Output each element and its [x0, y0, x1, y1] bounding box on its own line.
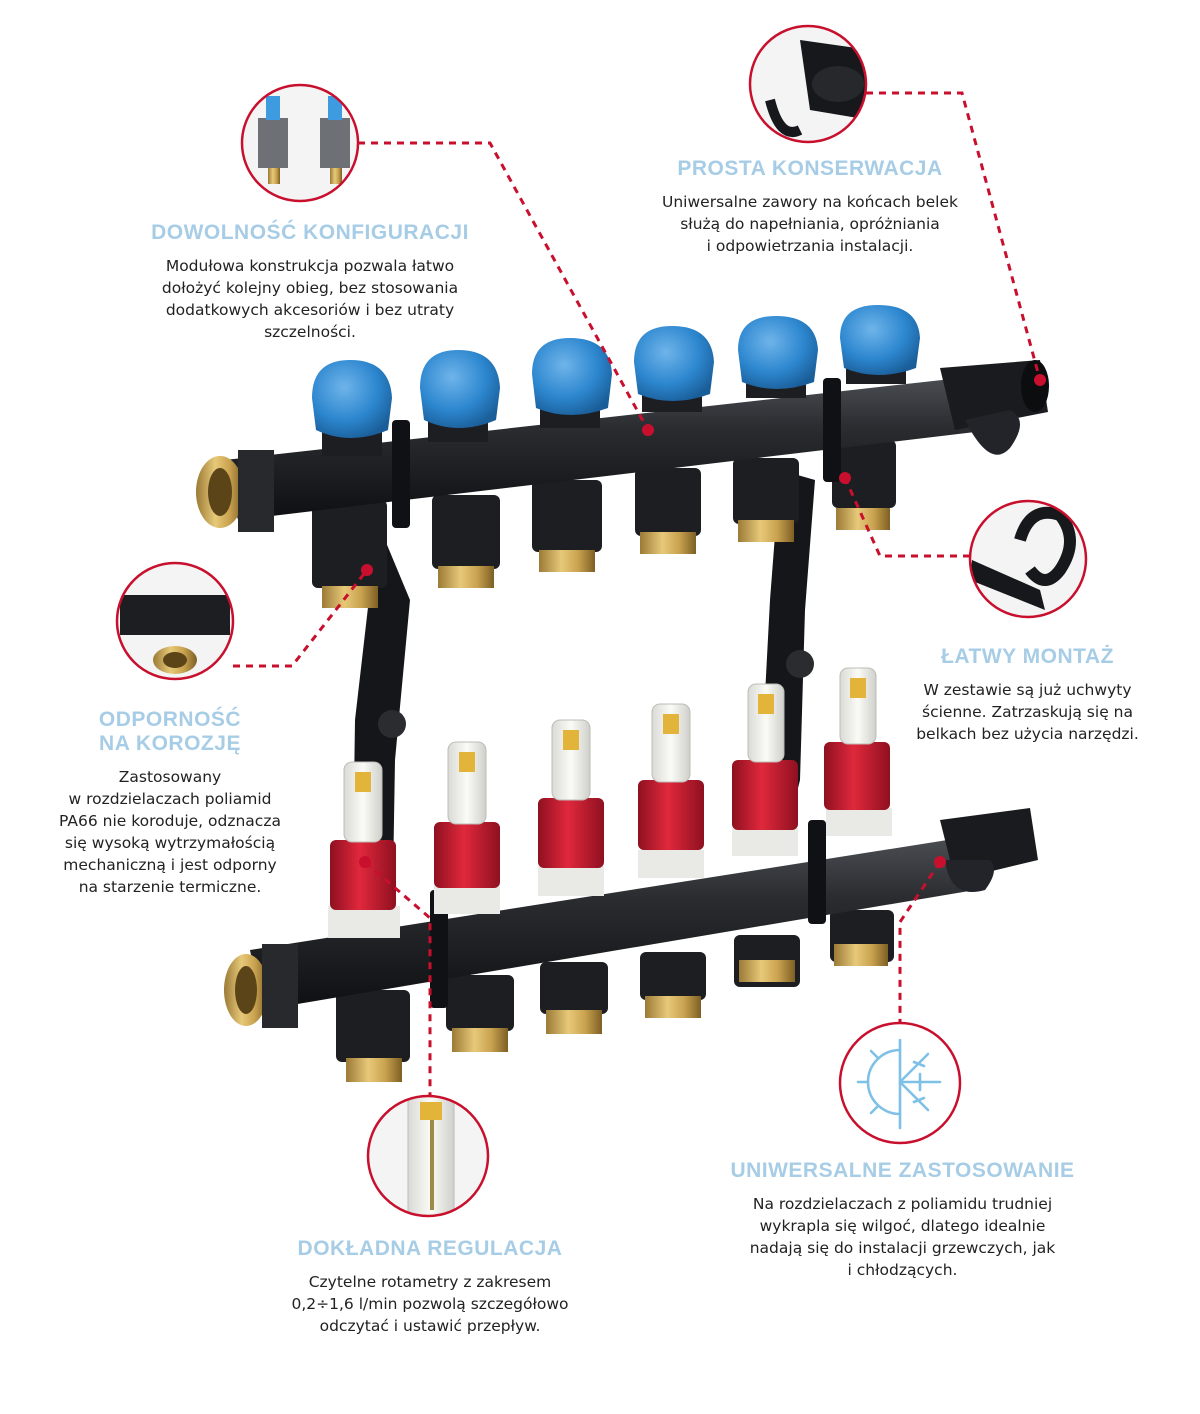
desc-line: wykrapla się wilgoć, dlatego idealnie — [759, 1217, 1046, 1235]
feature-univ: UNIWERSALNE ZASTOSOWANIE Na rozdzielacza… — [705, 1158, 1100, 1281]
feature-description: Modułowa konstrukcja pozwala łatwo dołoż… — [130, 255, 490, 343]
feature-mount: ŁATWY MONTAŻ W zestawie są już uchwyty ś… — [895, 644, 1160, 745]
feature-corr: ODPORNOŚĆ NA KOROZJĘ Zastosowany w rozdz… — [50, 708, 290, 898]
sun-snowflake-icon — [856, 1038, 942, 1130]
desc-line: W zestawie są już uchwyty — [923, 681, 1132, 699]
rotameters — [328, 667, 892, 938]
desc-line: się wysoką wytrzymałością — [64, 834, 276, 852]
feature-title: UNIWERSALNE ZASTOSOWANIE — [730, 1159, 1075, 1182]
feature-description: Czytelne rotametry z zakresem 0,2÷1,6 l/… — [260, 1271, 600, 1337]
desc-line: i chłodzących. — [847, 1261, 958, 1279]
feature-title: DOKŁADNA REGULACJA — [297, 1237, 563, 1260]
desc-line: dodatkowych akcesoriów i bez utraty — [165, 301, 455, 319]
detail-circle-reg — [366, 1094, 490, 1218]
desc-line: służą do napełniania, opróżniania — [680, 215, 940, 233]
desc-line: odczytać i ustawić przepływ. — [319, 1317, 541, 1335]
callout-lines — [233, 91, 1042, 1095]
feature-description: Na rozdzielaczach z poliamidu trudniej w… — [705, 1193, 1100, 1281]
desc-line: w rozdzielaczach poliamid — [68, 790, 272, 808]
detail-circle-univ — [838, 1021, 962, 1145]
feature-description: Uniwersalne zawory na końcach belek służ… — [640, 191, 980, 257]
desc-line: ścienne. Zatrzaskują się na — [922, 703, 1133, 721]
feature-reg: DOKŁADNA REGULACJA Czytelne rotametry z … — [260, 1236, 600, 1337]
feature-title: PROSTA KONSERWACJA — [677, 157, 943, 180]
feature-maint: PROSTA KONSERWACJA Uniwersalne zawory na… — [640, 156, 980, 257]
desc-line: szczelności. — [264, 323, 356, 341]
desc-line: PA66 nie koroduje, odznacza — [59, 812, 281, 830]
desc-line: mechaniczną i jest odporny — [63, 856, 277, 874]
feature-description: W zestawie są już uchwyty ścienne. Zatrz… — [895, 679, 1160, 745]
desc-line: belkach bez użycia narzędzi. — [916, 725, 1139, 743]
desc-line: dołożyć kolejny obieg, bez stosowania — [161, 279, 459, 297]
desc-line: Na rozdzielaczach z poliamidu trudniej — [752, 1195, 1053, 1213]
detail-circle-corr — [115, 561, 235, 681]
desc-line: Modułowa konstrukcja pozwala łatwo — [165, 257, 455, 275]
feature-description: Zastosowany w rozdzielaczach poliamid PA… — [50, 766, 290, 898]
desc-line: Uniwersalne zawory na końcach belek — [662, 193, 958, 211]
detail-circle-config — [240, 83, 360, 203]
upper-manifold — [196, 305, 1049, 608]
desc-line: nadają się do instalacji grzewczych, jak — [749, 1239, 1056, 1257]
feature-title: ŁATWY MONTAŻ — [941, 645, 1114, 668]
detail-circle-maint — [748, 24, 868, 144]
desc-line: Czytelne rotametry z zakresem — [308, 1273, 552, 1291]
desc-line: 0,2÷1,6 l/min pozwolą szczegółowo — [291, 1295, 569, 1313]
feature-title: DOWOLNOŚĆ KONFIGURACJI — [151, 221, 469, 244]
desc-line: na starzenie termiczne. — [78, 878, 262, 896]
title-line: NA KOROZJĘ — [99, 732, 241, 755]
callout-dots — [359, 374, 1046, 868]
title-line: ODPORNOŚĆ — [98, 708, 242, 731]
feature-config: DOWOLNOŚĆ KONFIGURACJI Modułowa konstruk… — [130, 220, 490, 343]
desc-line: Zastosowany — [118, 768, 222, 786]
upper-outlets — [312, 440, 896, 608]
desc-line: i odpowietrzania instalacji. — [706, 237, 914, 255]
lower-outlets — [336, 910, 894, 1082]
detail-circle-mount — [968, 499, 1088, 619]
blue-valve-caps — [312, 305, 920, 456]
feature-title: ODPORNOŚĆ NA KOROZJĘ — [50, 708, 290, 756]
